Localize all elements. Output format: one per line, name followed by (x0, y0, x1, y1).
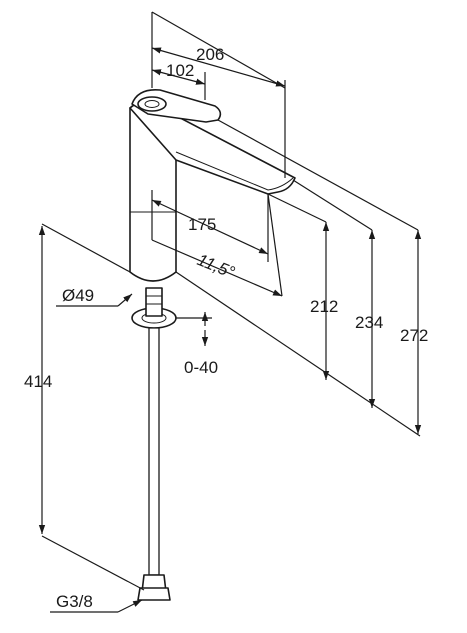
label-175: 175 (188, 215, 216, 234)
label-thread: G3/8 (56, 592, 93, 611)
ext-line-base (175, 271, 421, 437)
dim-175-arrow (151, 199, 269, 255)
label-102: 102 (166, 61, 194, 80)
threaded-shank (145, 287, 163, 317)
dimension-labels: 206 102 175 11,5° 212 234 272 414 Ø49 0-… (24, 45, 428, 611)
angle-ray (267, 193, 283, 297)
label-212: 212 (310, 297, 338, 316)
hose-nut (137, 587, 171, 601)
handle-cap (137, 96, 167, 112)
label-diameter: Ø49 (62, 286, 94, 305)
label-234: 234 (355, 313, 383, 332)
dim-206-arrow (151, 47, 286, 87)
dim-102-arrow (151, 69, 206, 85)
faucet-body (129, 88, 296, 601)
ext-line-414-bottom (41, 535, 145, 591)
leader-diameter-arrow (117, 293, 133, 307)
label-0-40: 0-40 (184, 358, 218, 377)
label-206: 206 (196, 45, 224, 64)
ext-line-414-top (41, 223, 131, 273)
supply-hose (148, 327, 160, 576)
ext-line-212-top (267, 193, 327, 223)
label-272: 272 (400, 326, 428, 345)
ext-line-234-top (292, 179, 373, 231)
dim-angle-arrow (151, 239, 283, 297)
ext-line-272-top (217, 119, 419, 231)
handle-cap-inner (144, 100, 160, 108)
leader-thread-arrow (117, 599, 143, 613)
label-414: 414 (24, 372, 52, 391)
label-angle: 11,5° (195, 250, 238, 282)
dimension-lines (38, 11, 422, 613)
spout-underside (175, 151, 294, 191)
